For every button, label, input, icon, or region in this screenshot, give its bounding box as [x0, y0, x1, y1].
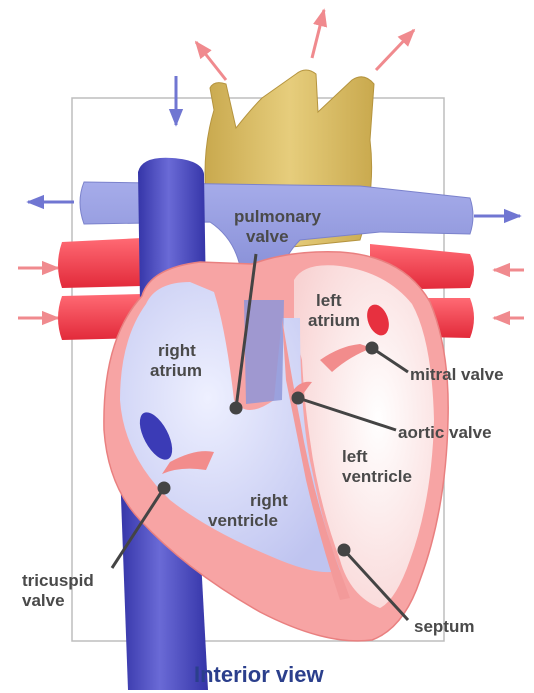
leader-tricuspid-valve-dot	[159, 483, 169, 493]
label-right-atrium-line2: atrium	[150, 361, 202, 380]
label-mitral-valve: mitral valve	[410, 365, 504, 384]
label-pulmonary-valve-line2: valve	[246, 227, 289, 246]
right-outflow-tract	[244, 300, 284, 404]
label-septum: septum	[414, 617, 474, 636]
label-left-atrium-line2: atrium	[308, 311, 360, 330]
label-aortic-valve: aortic valve	[398, 423, 492, 442]
label-right-ventricle-line1: right	[250, 491, 288, 510]
arrow-aorta-right-out	[376, 30, 414, 70]
leader-mitral-valve-dot	[367, 343, 377, 353]
label-left-ventricle-line1: left	[342, 447, 368, 466]
leader-pulmonary-valve-dot	[231, 403, 241, 413]
label-right-atrium-line1: right	[158, 341, 196, 360]
pulmonary-vein-left-upper	[58, 238, 142, 288]
diagram-caption: Interior view	[194, 662, 324, 687]
label-tricuspid-valve-line2: valve	[22, 591, 65, 610]
leader-septum-dot	[339, 545, 349, 555]
leader-aortic-valve-dot	[293, 393, 303, 403]
label-tricuspid-valve-line1: tricuspid	[22, 571, 94, 590]
arrow-aorta-left-out	[196, 42, 226, 80]
label-left-atrium-line1: left	[316, 291, 342, 310]
label-pulmonary-valve-line1: pulmonary	[234, 207, 321, 226]
label-left-ventricle-line2: ventricle	[342, 467, 412, 486]
arrow-aorta-up-out	[312, 10, 324, 58]
label-right-ventricle-line2: ventricle	[208, 511, 278, 530]
